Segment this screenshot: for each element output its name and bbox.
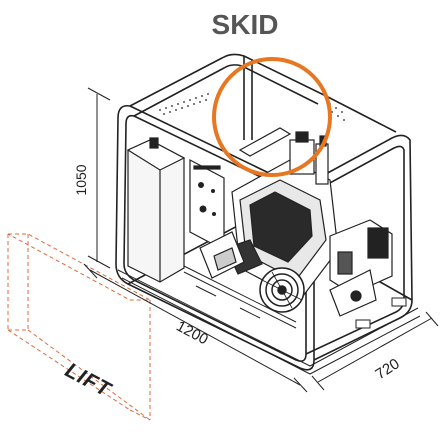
battery-box: [126, 137, 186, 283]
length-dimension-line: [83, 263, 308, 393]
engine-block: [199, 127, 339, 301]
lift-zone: [7, 233, 151, 421]
pump-assembly: [329, 219, 393, 317]
panel-dial-icon: [198, 182, 204, 188]
lifting-point-highlight: [212, 57, 332, 177]
front-panel-lower: [183, 265, 297, 329]
top-grille: [159, 93, 345, 121]
control-panel: [189, 159, 225, 251]
height-dimension-line: [87, 87, 111, 269]
width-dimension-label: 720: [372, 355, 402, 383]
width-dimension-line: [311, 311, 439, 391]
mounting-bracket: [355, 297, 407, 329]
panel-button-icon: [212, 212, 216, 216]
panel-light-icon: [211, 189, 215, 193]
panel-switch-icon: [199, 205, 207, 213]
flywheel: [259, 267, 305, 313]
diagram-title: SKID: [212, 9, 279, 40]
height-dimension-label: 1050: [73, 164, 89, 195]
